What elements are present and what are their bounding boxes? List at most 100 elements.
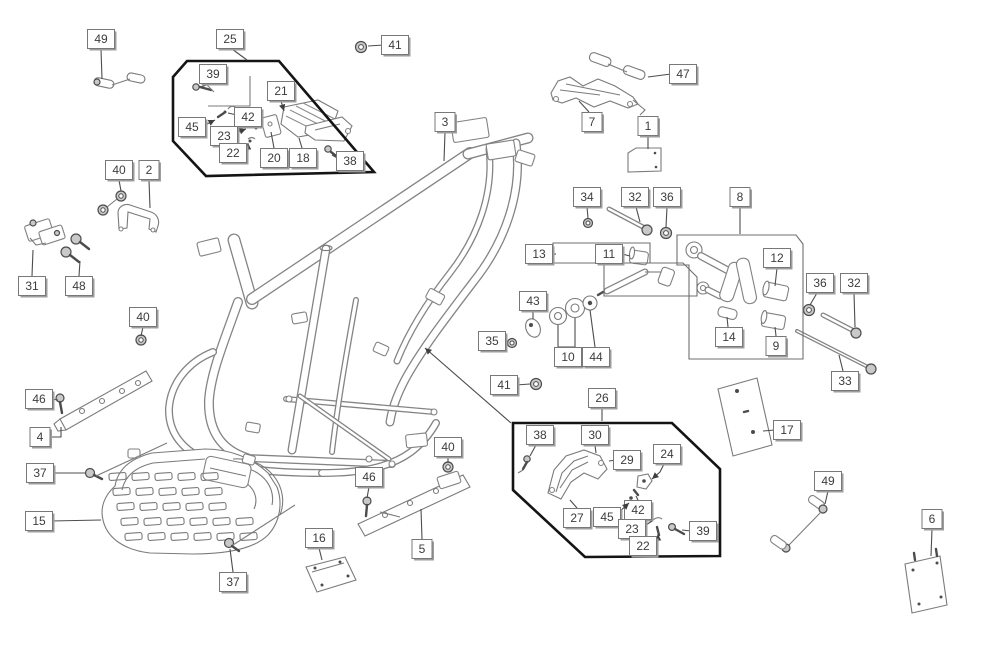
part-callout-18: 18 <box>289 137 319 170</box>
part-callout-20: 20 <box>260 131 290 170</box>
part-number-label: 12 <box>770 251 784 265</box>
nut-36-top-art <box>659 226 673 240</box>
part-callout-40: 40 <box>129 307 159 337</box>
part-number-label: 25 <box>223 32 237 46</box>
part-number-label: 23 <box>217 129 231 143</box>
part-number-label: 49 <box>94 32 108 46</box>
part-callout-5: 5 <box>411 508 434 561</box>
part-callout-13: 13 <box>525 244 556 266</box>
part-callout-2: 2 <box>138 160 161 209</box>
inset-26-cluster-art <box>517 449 686 537</box>
part-callout-29: 29 <box>608 450 643 472</box>
part-callout-24: 24 <box>651 444 683 480</box>
nut-41-top-art <box>354 40 368 54</box>
lever-49-top-art <box>93 72 146 89</box>
engine-hanger-8-art <box>685 241 790 331</box>
part-callout-12: 12 <box>763 248 793 287</box>
plate-6-art <box>904 547 948 614</box>
group-box-8 <box>676 234 804 360</box>
nut-35-art <box>506 337 518 349</box>
inset-box-26 <box>511 421 722 559</box>
part-number-label: 13 <box>532 247 546 261</box>
part-callout-11: 11 <box>595 244 631 266</box>
connector-arrow-layer <box>424 347 512 424</box>
part-callout-7: 7 <box>578 100 604 134</box>
washer-43-art <box>525 318 541 338</box>
part-callout-38: 38 <box>331 151 366 173</box>
part-callout-23: 23 <box>210 126 247 148</box>
part-callout-8: 8 <box>729 187 752 234</box>
part-number-label: 48 <box>72 279 86 293</box>
part-callout-23: 23 <box>618 519 653 541</box>
spar-5-art <box>357 470 471 537</box>
part-number-label: 30 <box>588 428 602 442</box>
part-number-label: 37 <box>33 466 47 480</box>
bolt-37-lower-art <box>223 504 296 553</box>
part-callout-37: 37 <box>219 548 249 594</box>
part-number-label: 42 <box>241 110 255 124</box>
part-number-label: 24 <box>660 447 674 461</box>
bracket-7-art <box>550 76 646 116</box>
part-callout-15: 15 <box>25 511 102 533</box>
part-callout-22: 22 <box>219 143 252 165</box>
part-callout-49: 49 <box>87 29 117 80</box>
group-box-11 <box>603 262 698 297</box>
part-callout-30: 30 <box>581 425 611 454</box>
part-number-label: 27 <box>570 511 584 525</box>
part-number-label: 37 <box>226 575 240 589</box>
part-callout-42: 42 <box>624 495 654 522</box>
part-number-label: 45 <box>600 510 614 524</box>
part-callout-26: 26 <box>588 388 618 421</box>
part-number-label: 5 <box>419 542 426 556</box>
part-callout-14: 14 <box>715 316 745 349</box>
part-callout-39: 39 <box>199 64 229 88</box>
part-number-label: 32 <box>847 276 861 290</box>
part-callout-40: 40 <box>434 437 464 463</box>
bolts-48-art <box>60 233 91 264</box>
part-callout-1: 1 <box>637 116 660 149</box>
inset-box-25 <box>171 59 377 178</box>
frame-artwork <box>164 117 536 477</box>
part-callout-3: 3 <box>434 112 457 162</box>
pins-47-art <box>588 52 646 80</box>
part-number-label: 18 <box>296 151 310 165</box>
hinge-31-art <box>24 218 66 246</box>
part-number-label: 40 <box>136 310 150 324</box>
part-number-label: 1 <box>645 119 652 133</box>
floor-panel-art <box>101 448 284 555</box>
part-number-label: 21 <box>274 84 288 98</box>
nut-41-mid-art <box>529 377 543 391</box>
part-callout-36: 36 <box>653 187 683 228</box>
plate-16-art <box>305 556 357 593</box>
part-callout-46: 46 <box>355 467 385 499</box>
part-number-label: 16 <box>312 531 326 545</box>
part-number-label: 29 <box>620 453 634 467</box>
part-number-label: 38 <box>533 428 547 442</box>
part-number-label: 35 <box>485 334 499 348</box>
part-number-label: 38 <box>343 154 357 168</box>
part-callout-4: 4 <box>29 427 62 449</box>
part-number-label: 26 <box>595 391 609 405</box>
part-callout-49: 49 <box>814 471 844 505</box>
part-callout-40: 40 <box>105 160 135 192</box>
nut-40-center-art <box>442 461 454 473</box>
part-number-label: 7 <box>589 115 596 129</box>
part-callout-33: 33 <box>831 354 861 393</box>
part-number-label: 46 <box>32 392 46 406</box>
part-callout-35: 35 <box>478 331 509 353</box>
rod-49-bottom-art <box>769 494 828 553</box>
part-number-label: 39 <box>696 524 710 538</box>
nut-34-art <box>582 217 594 229</box>
torque-link-11-art <box>596 246 676 297</box>
part-callout-10: 10 <box>554 318 584 369</box>
nuts-40-left-art <box>97 190 127 216</box>
part-callout-41: 41 <box>367 35 411 57</box>
bolt-37-upper-art <box>84 442 168 481</box>
bolt-32-right-art <box>820 312 862 339</box>
part-number-label: 22 <box>226 146 240 160</box>
part-callout-21: 21 <box>267 81 297 112</box>
bolt-46-left-art <box>55 393 65 415</box>
inset-25-cluster-art <box>192 76 353 164</box>
